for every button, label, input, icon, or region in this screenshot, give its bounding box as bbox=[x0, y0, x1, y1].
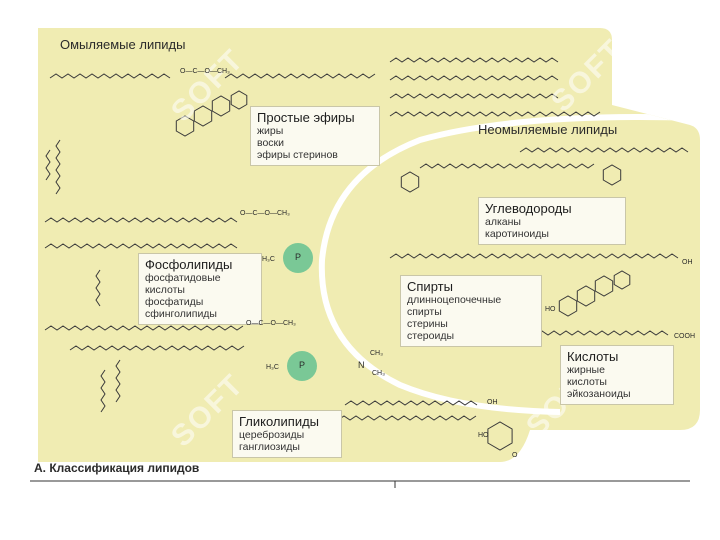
ho-label: HO bbox=[545, 306, 556, 313]
fatty-acid-chain bbox=[44, 217, 238, 223]
glycolipids-item: цереброзиды bbox=[239, 429, 305, 441]
ester-label: O—C—O—CH₃ bbox=[240, 210, 290, 217]
hydrocarbons-box: Углеводороды алканы каротиноиды bbox=[478, 197, 626, 245]
phosphorus-label: P bbox=[295, 252, 302, 262]
nitrogen-label: N bbox=[358, 360, 365, 370]
simple-esters-box: Простые эфиры жиры воски эфиры стеринов bbox=[250, 106, 380, 166]
fatty-acid-chain bbox=[389, 111, 601, 117]
cyclohexene-ring bbox=[400, 171, 420, 193]
sterol-ring bbox=[211, 95, 231, 117]
fatty-acid-chain bbox=[44, 243, 238, 249]
phospholipids-item: кислоты bbox=[145, 284, 185, 296]
cyclohexene-ring bbox=[602, 164, 622, 186]
phospholipids-title: Фосфолипиды bbox=[145, 257, 233, 272]
unsaturated-chain bbox=[45, 149, 51, 181]
fatty-acid-chain bbox=[44, 325, 244, 331]
ch3-label: CH₃ bbox=[370, 350, 383, 357]
ch3-label: CH₃ bbox=[372, 370, 385, 377]
ester-label: O—C—O—CH₃ bbox=[246, 320, 296, 327]
ho-label: HO bbox=[478, 432, 489, 439]
h3c-label: H₃C bbox=[266, 364, 279, 371]
simple-esters-item: жиры bbox=[257, 125, 284, 137]
unsaturated-chain bbox=[55, 139, 61, 195]
h3c-label: H₃C bbox=[262, 256, 275, 263]
saponifiable-title: Омыляемые липиды bbox=[60, 37, 186, 52]
sterol-ring bbox=[193, 105, 213, 127]
ester-label: O—C—O—CH₃ bbox=[180, 68, 230, 75]
alcohols-item: стерины bbox=[407, 318, 448, 330]
phosphate-circle-2 bbox=[287, 351, 317, 381]
phospholipids-box: Фосфолипиды фосфатидовые кислоты фосфати… bbox=[138, 253, 262, 325]
alkane-chain bbox=[519, 147, 689, 153]
fatty-acid-chain bbox=[224, 73, 376, 79]
sterol-ring bbox=[558, 295, 578, 317]
ceramide-chain bbox=[337, 415, 477, 421]
hydrocarbons-item: алканы bbox=[485, 216, 521, 228]
unsaturated-chain bbox=[95, 269, 101, 307]
phosphate-circle-1 bbox=[283, 243, 313, 273]
alcohols-item: длинноцепочечные bbox=[407, 294, 502, 306]
sterol-ring bbox=[594, 275, 614, 297]
sterol-ring bbox=[230, 90, 248, 110]
carotenoid-chain bbox=[419, 163, 595, 169]
alcohol-chain bbox=[389, 253, 679, 259]
acids-item: кислоты bbox=[567, 376, 607, 388]
simple-esters-item: воски bbox=[257, 137, 285, 149]
fatty-acid-chain bbox=[49, 73, 171, 79]
alcohols-item: спирты bbox=[407, 306, 442, 318]
sugar-ring bbox=[487, 421, 513, 451]
acids-item: жирные bbox=[567, 364, 605, 376]
oxygen-label: O bbox=[512, 452, 518, 459]
unsaturated-chain bbox=[115, 359, 121, 403]
glycolipids-item: ганглиозиды bbox=[239, 441, 300, 453]
oh-label: OH bbox=[487, 399, 498, 406]
hydrocarbons-item: каротиноиды bbox=[485, 228, 549, 240]
hydrocarbons-title: Углеводороды bbox=[485, 201, 572, 216]
unsaponifiable-title: Неомыляемые липиды bbox=[478, 122, 618, 137]
simple-esters-title: Простые эфиры bbox=[257, 110, 355, 125]
cooh-label: COOH bbox=[674, 333, 695, 340]
phospholipids-item: сфинголипиды bbox=[145, 308, 217, 320]
fatty-acid-chain bbox=[389, 93, 559, 99]
ceramide-chain bbox=[344, 400, 478, 406]
simple-esters-item: эфиры стеринов bbox=[257, 149, 338, 161]
phospholipids-item: фосфатидовые bbox=[145, 272, 221, 284]
fatty-acid-chain bbox=[69, 345, 245, 351]
alcohols-item: стероиды bbox=[407, 330, 454, 342]
phospholipids-item: фосфатиды bbox=[145, 296, 204, 308]
figure-caption: А. Классификация липидов bbox=[34, 461, 200, 475]
yellow-panel bbox=[38, 28, 700, 462]
acids-box: Кислоты жирные кислоты эйкозаноиды bbox=[560, 345, 674, 405]
acids-item: эйкозаноиды bbox=[567, 388, 631, 400]
separator-curve bbox=[318, 113, 700, 415]
glycolipids-title: Гликолипиды bbox=[239, 414, 320, 429]
fatty-acid-chain bbox=[389, 75, 559, 81]
fatty-acid-chain bbox=[389, 57, 559, 63]
sterol-ring bbox=[613, 270, 631, 290]
alcohols-box: Спирты длинноцепочечные спирты стерины с… bbox=[400, 275, 542, 347]
glycolipids-box: Гликолипиды цереброзиды ганглиозиды bbox=[232, 410, 342, 458]
sterol-ring bbox=[576, 285, 596, 307]
alcohols-title: Спирты bbox=[407, 279, 453, 294]
oh-label: OH bbox=[682, 259, 693, 266]
sterol-ring bbox=[175, 115, 195, 137]
acids-title: Кислоты bbox=[567, 349, 619, 364]
unsaturated-chain bbox=[100, 369, 106, 413]
phosphorus-label: P bbox=[299, 360, 306, 370]
